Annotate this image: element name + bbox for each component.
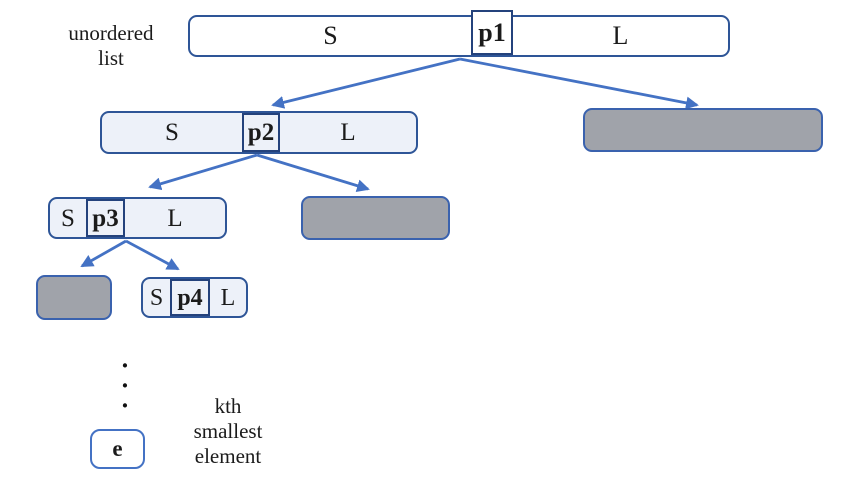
arrow-root-to-level2 — [271, 57, 461, 109]
node-level2-partition: S p2 L — [100, 111, 418, 154]
arrow-level3-to-gray4 — [80, 239, 127, 268]
arrow-level3-to-level4 — [125, 239, 180, 271]
discarded-partition-level2 — [583, 108, 823, 152]
level3-pivot-cell: p3 — [86, 199, 125, 237]
root-pivot-cell: p1 — [471, 10, 513, 55]
arrow-level2-to-gray3 — [256, 153, 370, 192]
level3-large-cell: L — [167, 204, 183, 232]
discarded-partition-level4 — [36, 275, 112, 320]
root-small-cell: S — [323, 21, 338, 50]
ellipsis-dot: · — [120, 391, 130, 420]
node-level4-partition: S p4 L — [141, 277, 248, 318]
node-root-partition: S p1 L — [188, 10, 730, 57]
kth-label-line2: smallest — [193, 419, 263, 443]
kth-label-line3: element — [194, 444, 262, 468]
node-level3-partition: S p3 L — [48, 197, 227, 239]
level4-large-cell: L — [220, 284, 236, 311]
discarded-partition-level3 — [301, 196, 450, 240]
result-element-value: e — [112, 436, 123, 461]
unordered-list-label-line2: list — [98, 46, 124, 70]
level2-pivot-cell: p2 — [242, 113, 280, 152]
result-element-box: e — [90, 429, 145, 469]
level3-small-cell: S — [61, 204, 75, 232]
unordered-list-label: unordered list — [58, 21, 164, 71]
kth-smallest-element-label: kth smallest element — [158, 394, 298, 469]
unordered-list-label-line1: unordered — [68, 21, 154, 45]
ellipsis-dot: · — [120, 371, 130, 400]
ellipsis-dot: · — [120, 351, 130, 380]
level2-small-cell: S — [165, 119, 179, 146]
kth-label-line1: kth — [214, 394, 242, 418]
recursion-ellipsis-dots: · · · — [116, 351, 134, 420]
root-large-cell: L — [612, 21, 629, 50]
arrow-root-to-gray2 — [459, 57, 699, 110]
level2-large-cell: L — [340, 119, 356, 146]
level4-small-cell: S — [149, 284, 164, 311]
level4-pivot-cell: p4 — [170, 279, 210, 316]
arrow-level2-to-level3 — [148, 153, 258, 191]
